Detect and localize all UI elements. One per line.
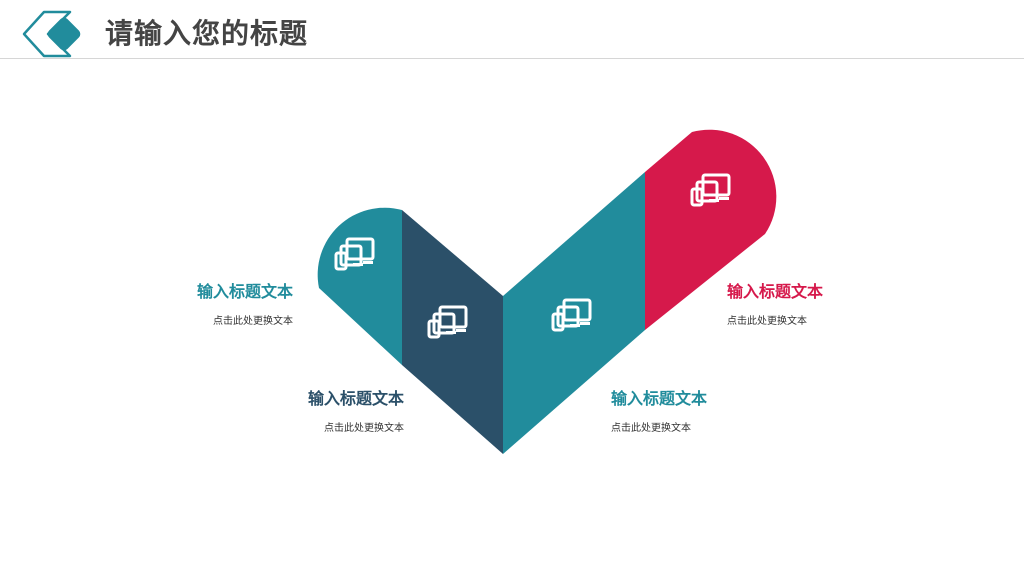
item-4-title: 输入标题文本: [727, 282, 824, 301]
item-3-title: 输入标题文本: [611, 389, 708, 408]
item-2-desc: 点击此处更换文本: [324, 423, 404, 434]
header-divider: [0, 58, 1024, 59]
segment-1: [317, 207, 402, 365]
page-title: 请输入您的标题: [105, 17, 309, 50]
item-1-desc: 点击此处更换文本: [213, 316, 293, 327]
item-3-label: 输入标题文本 点击此处更换文本: [611, 388, 791, 436]
item-1-title: 输入标题文本: [196, 282, 293, 301]
segment-4: [645, 129, 777, 330]
item-2-label: 输入标题文本 点击此处更换文本: [224, 388, 404, 436]
item-4-desc: 点击此处更换文本: [727, 316, 807, 327]
logo-icon: [22, 10, 81, 58]
segment-3: [503, 172, 645, 454]
item-3-desc: 点击此处更换文本: [611, 423, 691, 434]
item-2-title: 输入标题文本: [307, 389, 404, 408]
item-1-label: 输入标题文本 点击此处更换文本: [113, 281, 293, 329]
item-4-label: 输入标题文本 点击此处更换文本: [727, 281, 907, 329]
